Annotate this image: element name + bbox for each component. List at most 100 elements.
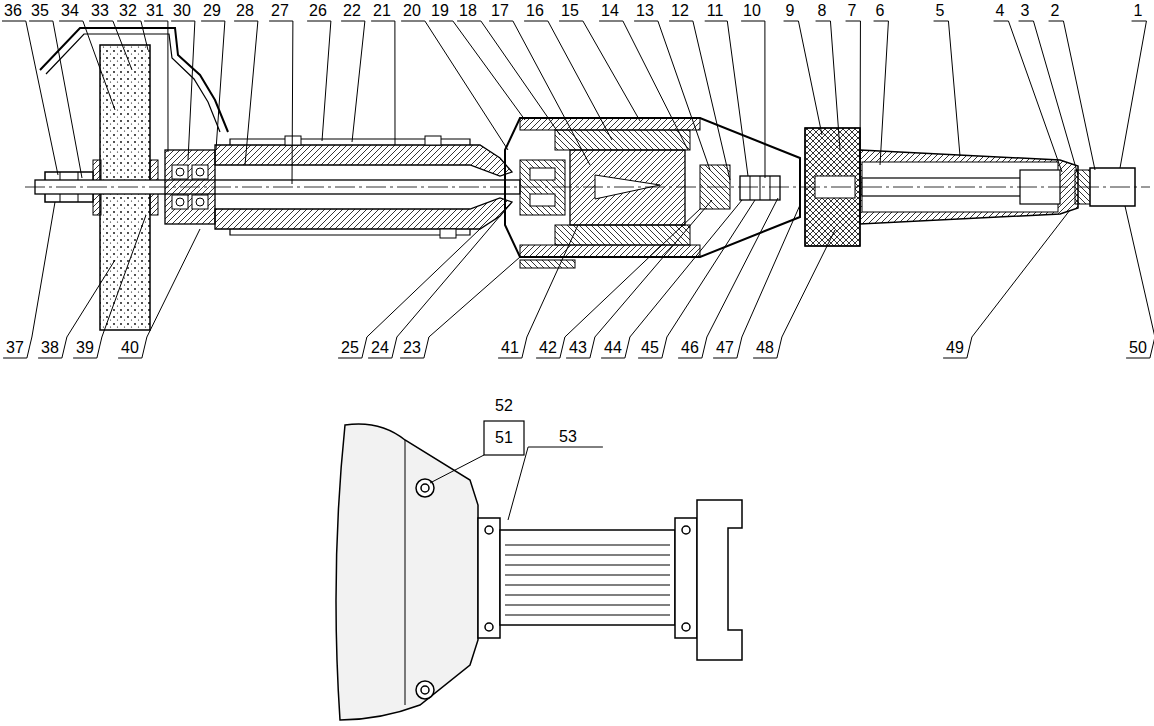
callout-number: 8 [817, 3, 828, 19]
leader-line [943, 210, 1070, 358]
callout-number: 26 [308, 3, 328, 19]
callout-number: 42 [538, 340, 558, 356]
leader-line [638, 200, 755, 358]
leader-line [784, 21, 822, 135]
leader-line [269, 21, 293, 184]
callout-number: 11 [706, 3, 725, 19]
leader-line [508, 447, 603, 520]
callout-number: 36 [3, 3, 23, 19]
leader-line [559, 21, 640, 121]
callout-number: 22 [342, 3, 362, 19]
callout-number: 25 [340, 340, 360, 356]
leader-line [536, 209, 700, 358]
leader-line [1019, 21, 1078, 175]
leader-line [599, 21, 688, 150]
callout-number: 39 [75, 340, 95, 356]
leader-line [401, 21, 508, 150]
callout-number: 43 [568, 340, 588, 356]
side-view [336, 421, 742, 720]
callout-number: 9 [785, 3, 796, 19]
leader-line [1049, 21, 1095, 170]
callout-number: 33 [90, 3, 110, 19]
leader-line [678, 198, 778, 358]
callout-number: 29 [202, 3, 222, 19]
callout-number: 24 [370, 340, 390, 356]
callout-number: 35 [30, 3, 50, 19]
leader-line [38, 260, 115, 358]
callout-number: 45 [640, 340, 660, 356]
callout-number: 48 [755, 340, 775, 356]
leader-line [994, 21, 1062, 172]
leader-line [601, 200, 742, 358]
leader-line [430, 455, 484, 483]
section-view [25, 28, 1150, 330]
leader-line [816, 21, 840, 150]
leader-line [307, 21, 331, 141]
leader-line [705, 21, 748, 176]
callout-number: 49 [945, 340, 965, 356]
callout-number: 32 [118, 3, 138, 19]
leader-line [753, 230, 835, 358]
leader-line [741, 21, 765, 178]
callout-number: 50 [1128, 340, 1148, 356]
leader-line [2, 21, 58, 175]
callout-number: 7 [847, 3, 858, 19]
leader-line [874, 21, 889, 165]
callout-number: 18 [458, 3, 478, 19]
callout-number: 21 [372, 3, 392, 19]
leader-line [524, 21, 612, 140]
leader-line [341, 21, 365, 142]
leader-line [368, 216, 500, 358]
callout-number: 13 [635, 3, 655, 19]
callout-number: 12 [670, 3, 690, 19]
leader-line [1120, 21, 1146, 168]
leader-line [669, 21, 730, 180]
leader-line [566, 200, 712, 358]
callout-number: 19 [430, 3, 450, 19]
leader-line [371, 21, 395, 145]
callout-number: 41 [500, 340, 520, 356]
leader-line [457, 21, 560, 135]
callout-number: 16 [525, 3, 545, 19]
callout-number: 4 [995, 3, 1006, 19]
callout-number: 44 [603, 340, 623, 356]
leader-line [338, 229, 480, 358]
leader-line [234, 21, 258, 165]
leader-line [144, 21, 168, 152]
callout-number: 10 [742, 3, 762, 19]
leader-line [59, 21, 115, 110]
callout-number: 3 [1020, 3, 1031, 19]
callout-number: 5 [935, 3, 946, 19]
leader-line [1125, 206, 1154, 358]
callout-number: 51 [494, 430, 514, 446]
callout-number: 20 [402, 3, 422, 19]
callout-number: 38 [40, 340, 60, 356]
callout-number: 1 [1133, 3, 1144, 19]
leader-line [73, 215, 146, 358]
callout-number: 37 [5, 340, 25, 356]
callout-number: 53 [558, 429, 578, 445]
callout-number: 31 [145, 3, 165, 19]
leader-line [171, 21, 195, 160]
leader-line [713, 205, 800, 358]
leader-line [118, 229, 200, 358]
leader-line [498, 225, 578, 358]
callout-number: 17 [490, 3, 510, 19]
callout-number: 52 [494, 398, 514, 414]
leader-line [201, 21, 225, 150]
leader-line [934, 21, 960, 156]
callout-number: 28 [235, 3, 255, 19]
callout-number: 14 [600, 3, 620, 19]
leader-line [29, 21, 82, 178]
leader-line [489, 21, 590, 165]
callout-number: 2 [1050, 3, 1061, 19]
callout-number: 46 [680, 340, 700, 356]
leader-line [846, 21, 861, 175]
leader-line [400, 257, 520, 358]
callout-number: 34 [60, 3, 80, 19]
callout-number: 47 [715, 340, 735, 356]
callout-number: 30 [172, 3, 192, 19]
callout-number: 23 [402, 340, 422, 356]
